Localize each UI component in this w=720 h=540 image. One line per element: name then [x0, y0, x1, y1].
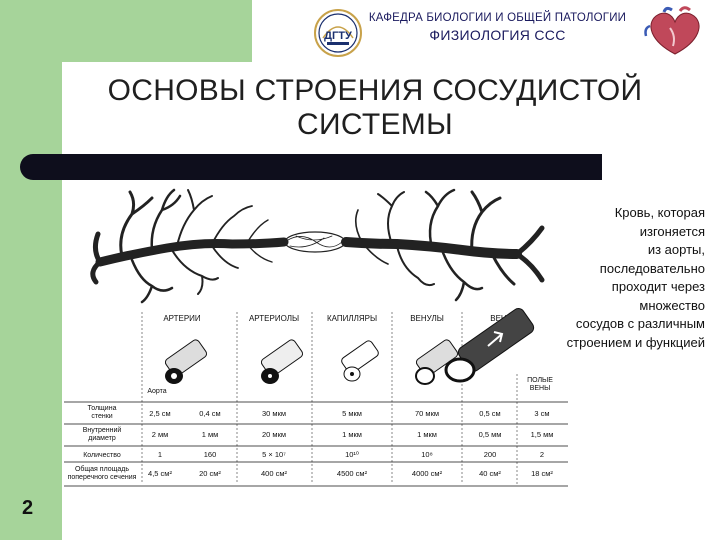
vascular-structure-figure: АРТЕРИИ АРТЕРИОЛЫ КАПИЛЛЯРЫ ВЕНУЛЫ ВЕНЫ … — [64, 188, 568, 487]
table-cell: 400 см² — [261, 469, 288, 478]
table-row: Внутренний диаметр 2 мм 1 мм 20 мкм 1 мк… — [83, 426, 554, 442]
column-header-arterioles: АРТЕРИОЛЫ — [249, 314, 299, 323]
row-label-line2: диаметр — [88, 435, 116, 442]
table-cell: 200 — [484, 450, 497, 459]
row-label-line1: Толщина — [88, 405, 117, 412]
table-cell: 0,5 мм — [479, 430, 502, 439]
table-cell: 40 см² — [479, 469, 501, 478]
description-line: изгоняется — [639, 223, 705, 239]
description-line: множество — [639, 297, 705, 313]
column-header-capillaries: КАПИЛЛЯРЫ — [327, 314, 377, 323]
table-row: Толщина стенки 2,5 см 0,4 см 30 мкм 5 мк… — [88, 405, 550, 420]
row-label-line2: поперечного сечения — [68, 474, 137, 481]
vascular-tree-illustration — [90, 188, 545, 304]
description-line: из аорты, — [647, 242, 705, 257]
row-label-line1: Общая площадь — [75, 465, 129, 473]
column-separators — [141, 312, 518, 484]
table-cell: 2 мм — [152, 430, 169, 439]
table-cell: 10¹⁰ — [345, 450, 359, 459]
table-cell: 1 мкм — [342, 430, 362, 439]
slide-title-line2: СИСТЕМЫ — [297, 108, 453, 141]
subject-name: ФИЗИОЛОГИЯ ССС — [429, 27, 566, 43]
description-text: Кровь, которая изгоняется из аорты, посл… — [520, 204, 705, 352]
left-accent-band — [0, 0, 62, 540]
title-divider-bar — [20, 154, 602, 180]
table-cell: 0,5 см — [479, 409, 500, 418]
description-line: строением и функцией — [566, 334, 705, 350]
column-header-arteries: АРТЕРИИ — [163, 314, 201, 323]
description-line: сосудов с различным — [575, 316, 705, 331]
vena-cava-label-line2: ВЕНЫ — [530, 385, 551, 392]
table-cell: 4,5 см² — [148, 469, 172, 478]
table-cell: 30 мкм — [262, 409, 286, 418]
table-cell: 70 мкм — [415, 409, 439, 418]
table-cell: 20 см² — [199, 469, 221, 478]
vein-cross-section-icon — [444, 308, 535, 383]
table-cell: 4500 см² — [337, 469, 368, 478]
heart-icon — [644, 6, 700, 55]
logo-text: ДГТУ — [324, 30, 352, 42]
content-panel — [62, 62, 720, 540]
description-line: последовательно — [599, 260, 705, 276]
table-cell: 4000 см² — [412, 469, 443, 478]
slide-title: ОСНОВЫ СТРОЕНИЯ СОСУДИСТОЙ СИСТЕМЫ — [70, 74, 680, 142]
artery-cross-section-icon — [164, 339, 208, 384]
row-label-line1: Внутренний — [83, 426, 122, 434]
row-label-line1: Количество — [83, 452, 121, 459]
department-name: КАФЕДРА БИОЛОГИИ И ОБЩЕЙ ПАТОЛОГИИ — [368, 12, 627, 24]
table-cell: 1 мм — [202, 430, 219, 439]
slide-title-line1: ОСНОВЫ СТРОЕНИЯ СОСУДИСТОЙ — [107, 74, 643, 107]
description-line: Кровь, которая — [614, 205, 705, 220]
table-grid — [64, 401, 568, 487]
description-line: проходит через — [611, 279, 705, 294]
table-cell: 1,5 мм — [531, 430, 554, 439]
table-cell: 1 мкм — [417, 430, 437, 439]
venule-cross-section-icon — [415, 339, 459, 385]
table-cell: 3 см — [534, 409, 549, 418]
slide-number: 2 — [22, 497, 34, 519]
row-label-line2: стенки — [91, 413, 112, 420]
table-cell: 20 мкм — [262, 430, 286, 439]
table-cell: 2 — [540, 450, 544, 459]
table-cell: 1 — [158, 450, 162, 459]
capillary-cross-section-icon — [341, 340, 379, 382]
table-cell: 5 мкм — [342, 409, 362, 418]
aorta-label: Аорта — [147, 388, 166, 395]
table-cell: 160 — [204, 450, 217, 459]
table-cell: 10⁸ — [421, 450, 433, 459]
table-cell: 0,4 см — [199, 409, 220, 418]
figure-table: Толщина стенки 2,5 см 0,4 см 30 мкм 5 мк… — [68, 405, 554, 481]
header: КАФЕДРА БИОЛОГИИ И ОБЩЕЙ ПАТОЛОГИИ ФИЗИО… — [360, 12, 635, 43]
table-row: Количество 1 160 5 × 10⁷ 10¹⁰ 10⁸ 200 2 — [83, 450, 544, 459]
table-cell: 5 × 10⁷ — [262, 450, 286, 459]
table-cell: 18 см² — [531, 469, 553, 478]
table-row: Общая площадь поперечного сечения 4,5 см… — [68, 465, 554, 481]
vena-cava-label-line1: ПОЛЫЕ — [527, 377, 553, 384]
column-header-venules: ВЕНУЛЫ — [410, 314, 444, 323]
university-logo: ДГТУ — [314, 9, 362, 57]
table-cell: 2,5 см — [149, 409, 170, 418]
top-accent-band — [62, 0, 252, 62]
arteriole-cross-section-icon — [260, 339, 304, 384]
